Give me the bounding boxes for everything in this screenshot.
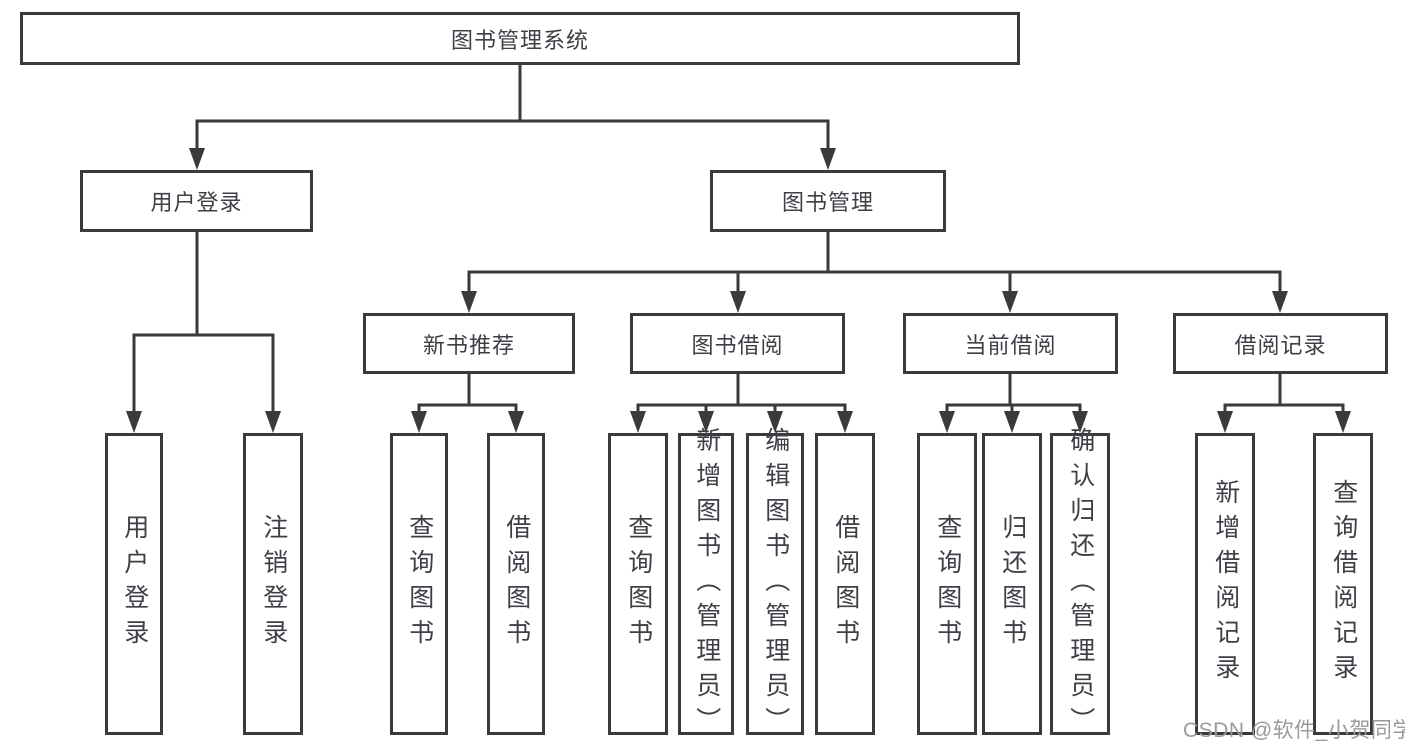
leaf-label: 确认归还（管理员） (1066, 426, 1095, 742)
leaf-add-borrow-record: 新增借阅记录 (1195, 433, 1255, 735)
node-current-borrowing: 当前借阅 (903, 313, 1118, 374)
node-book-management: 图书管理 (710, 170, 946, 232)
leaf-return-books: 归还图书 (982, 433, 1042, 735)
node-borrowing-records: 借阅记录 (1173, 313, 1388, 374)
leaf-label: 借阅图书 (831, 514, 860, 654)
leaf-label: 新增图书（管理员） (692, 426, 721, 742)
leaf-borrow-books-borrowing: 借阅图书 (815, 433, 875, 735)
leaf-query-books-borrowing: 查询图书 (608, 433, 668, 735)
leaf-user-login: 用户登录 (105, 433, 163, 735)
leaf-label: 借阅图书 (502, 514, 531, 654)
leaf-query-books-recommend: 查询图书 (390, 433, 448, 735)
node-user-login: 用户登录 (80, 170, 313, 232)
leaf-edit-books-admin: 编辑图书（管理员） (746, 427, 804, 742)
leaf-logout: 注销登录 (243, 433, 303, 735)
leaf-label: 注销登录 (259, 514, 288, 654)
leaf-label: 编辑图书（管理员） (761, 426, 790, 742)
leaf-label: 用户登录 (120, 514, 149, 654)
leaf-label: 查询借阅记录 (1329, 479, 1358, 689)
csdn-watermark: CSDN @软件_小贺同学 (1183, 719, 1405, 742)
node-library-system-root: 图书管理系统 (20, 12, 1020, 65)
leaf-label: 新增借阅记录 (1211, 479, 1240, 689)
leaf-label: 查询图书 (933, 514, 962, 654)
leaf-add-books-admin: 新增图书（管理员） (678, 427, 734, 742)
leaf-query-books-current: 查询图书 (917, 433, 977, 735)
node-book-borrowing: 图书借阅 (630, 313, 845, 374)
leaf-borrow-books-recommend: 借阅图书 (487, 433, 545, 735)
leaf-label: 归还图书 (998, 514, 1027, 654)
leaf-label: 查询图书 (624, 514, 653, 654)
leaf-label: 查询图书 (405, 514, 434, 654)
leaf-confirm-return-admin: 确认归还（管理员） (1050, 427, 1110, 742)
leaf-query-borrow-record: 查询借阅记录 (1313, 433, 1373, 735)
node-new-book-recommend: 新书推荐 (363, 313, 575, 374)
